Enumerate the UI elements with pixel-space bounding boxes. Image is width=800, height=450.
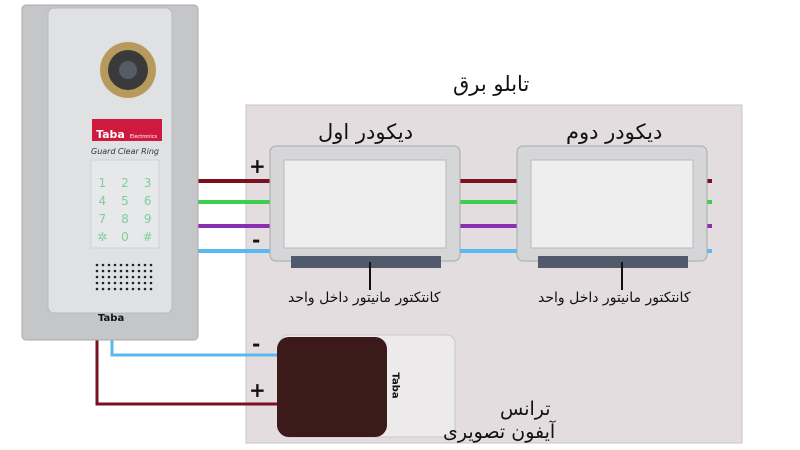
key-hash[interactable]: # — [142, 230, 153, 244]
speaker-hole — [95, 281, 99, 285]
decoder-1-device — [269, 145, 461, 290]
decoder-1-connector-label: کانتکتور مانیتور داخل واحد — [288, 290, 441, 306]
speaker-hole — [125, 281, 129, 285]
keypad: Guard Clear Ring 1 2 3 4 5 6 7 8 9 ✲ 0 # — [91, 147, 159, 244]
speaker-hole — [131, 263, 135, 267]
speaker-hole — [113, 263, 117, 267]
speaker-hole — [125, 275, 129, 279]
speaker-hole — [131, 287, 135, 291]
speaker-hole — [131, 269, 135, 273]
key-header-ring: Ring — [141, 147, 159, 156]
decoder-2-title: دیکودر دوم — [566, 120, 663, 144]
plus-label-top: + — [249, 154, 266, 178]
speaker-hole — [143, 263, 147, 267]
speaker-hole — [137, 275, 141, 279]
power-supply-label-2: آیفون تصویری — [443, 421, 556, 443]
speaker-hole — [137, 269, 141, 273]
speaker-hole — [101, 281, 105, 285]
key-7[interactable]: 7 — [98, 212, 107, 226]
decoder-2-device — [516, 145, 708, 290]
speaker-hole — [113, 275, 117, 279]
speaker-hole — [101, 287, 105, 291]
power-supply-device — [277, 334, 456, 438]
speaker-hole — [125, 287, 129, 291]
speaker-hole — [149, 275, 153, 279]
speaker-hole — [95, 269, 99, 273]
speaker-hole — [95, 287, 99, 291]
speaker-hole — [143, 275, 147, 279]
door-panel — [21, 4, 199, 341]
speaker-hole — [137, 281, 141, 285]
key-8[interactable]: 8 — [121, 212, 129, 226]
decoder-2-connector-label: کانتکتور مانیتور داخل واحد — [538, 290, 691, 306]
speaker-hole — [143, 281, 147, 285]
key-header-guard: Guard — [91, 147, 116, 156]
panel-title: تابلو برق — [453, 72, 530, 96]
brand-banner — [92, 119, 162, 141]
speaker-hole — [101, 269, 105, 273]
speaker-hole — [149, 263, 153, 267]
key-2[interactable]: 2 — [121, 176, 129, 190]
speaker-hole — [119, 263, 123, 267]
speaker-hole — [143, 269, 147, 273]
power-wire-red — [95, 335, 285, 406]
speaker-hole — [131, 275, 135, 279]
brand-sub: Electronics — [129, 134, 158, 140]
key-5[interactable]: 5 — [121, 194, 129, 208]
speaker-hole — [119, 287, 123, 291]
speaker-hole — [143, 287, 147, 291]
speaker-hole — [119, 275, 123, 279]
speaker-hole — [113, 269, 117, 273]
speaker-grille — [95, 263, 153, 291]
speaker-hole — [119, 281, 123, 285]
speaker-hole — [107, 263, 111, 267]
key-1[interactable]: 1 — [98, 176, 107, 190]
speaker-hole — [101, 275, 105, 279]
minus-label-power: - — [252, 332, 261, 356]
speaker-hole — [107, 287, 111, 291]
speaker-hole — [113, 287, 117, 291]
decoder-1-title: دیکودر اول — [318, 120, 414, 144]
plus-label-power: + — [249, 378, 266, 402]
key-star[interactable]: ✲ — [97, 230, 108, 244]
speaker-hole — [131, 281, 135, 285]
speaker-hole — [107, 275, 111, 279]
door-panel-brand: Taba Electronics — [96, 123, 157, 142]
key-6[interactable]: 6 — [143, 194, 152, 208]
speaker-hole — [95, 275, 99, 279]
speaker-hole — [119, 269, 123, 273]
speaker-hole — [125, 263, 129, 267]
speaker-hole — [113, 281, 117, 285]
speaker-hole — [95, 263, 99, 267]
key-0[interactable]: 0 — [121, 230, 129, 244]
speaker-hole — [149, 281, 153, 285]
speaker-hole — [149, 269, 153, 273]
minus-label-top: - — [252, 228, 261, 252]
speaker-hole — [107, 269, 111, 273]
power-supply-label-1: ترانس — [500, 398, 551, 420]
speaker-hole — [107, 281, 111, 285]
power-supply-brand: Taba — [389, 372, 401, 399]
key-4[interactable]: 4 — [98, 194, 107, 208]
door-panel-footer-brand: Taba — [98, 313, 125, 324]
key-3[interactable]: 3 — [143, 176, 152, 190]
power-wire-blue — [110, 335, 285, 357]
speaker-hole — [137, 287, 141, 291]
key-header-clear: Clear — [117, 147, 139, 156]
speaker-hole — [125, 269, 129, 273]
key-9[interactable]: 9 — [143, 212, 152, 226]
speaker-hole — [149, 287, 153, 291]
brand-name: Taba — [96, 128, 125, 141]
speaker-hole — [137, 263, 141, 267]
speaker-hole — [101, 263, 105, 267]
